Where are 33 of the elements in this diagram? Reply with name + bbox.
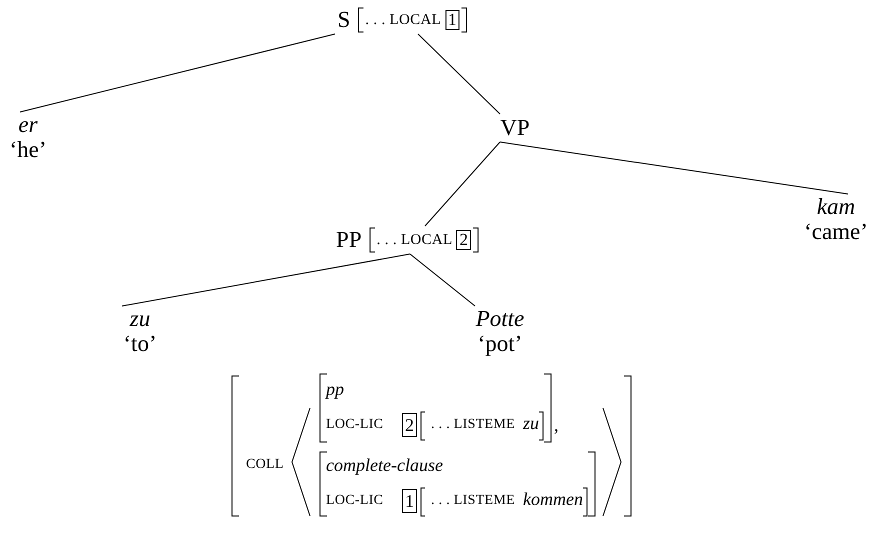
tag-number: 2 (402, 413, 417, 437)
tree-branch (122, 254, 410, 306)
tree-branch (410, 254, 476, 306)
word: Potte (476, 306, 524, 331)
feature-path: . . . LISTEME (431, 492, 516, 510)
comma: , (554, 414, 559, 436)
word: zu (130, 306, 150, 331)
feature-path: . . . LOCAL (365, 11, 442, 30)
gloss: ‘to’ (123, 331, 157, 356)
tree-branch (500, 142, 848, 194)
value: zu (523, 412, 540, 434)
category-label: PP (336, 226, 362, 254)
gloss: ‘pot’ (478, 331, 522, 356)
category-label: VP (500, 114, 530, 142)
tag-number: 2 (456, 230, 471, 250)
feature-path: . . . LISTEME (431, 416, 516, 434)
feature-path: . . . LOCAL (376, 231, 452, 250)
tag-number: 1 (402, 489, 417, 513)
type-name: pp (326, 378, 344, 400)
tree-branch (424, 142, 500, 226)
feature-name: COLL (246, 456, 284, 474)
tag-number: 1 (445, 10, 460, 30)
word: kam (816, 194, 856, 219)
value: kommen (523, 488, 583, 510)
category-label: S (337, 6, 350, 34)
tree-branch (20, 34, 336, 112)
tree-branch (418, 34, 500, 114)
feature-name: LOC-LIC (326, 416, 384, 434)
gloss: ‘came’ (804, 219, 868, 244)
word: er (18, 112, 38, 137)
gloss: ‘he’ (9, 137, 47, 162)
feature-name: LOC-LIC (326, 492, 384, 510)
type-name: complete-clause (326, 454, 443, 476)
